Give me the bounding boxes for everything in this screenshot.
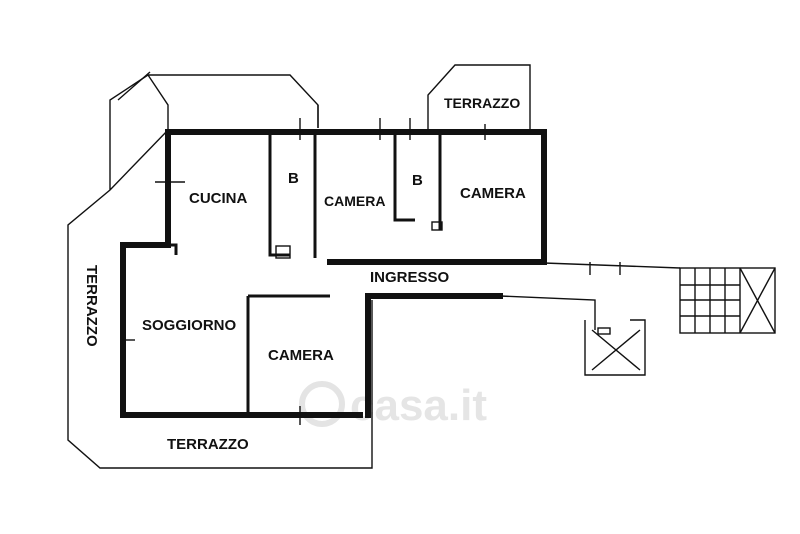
room-label-terrazzo-bottom: TERRAZZO (167, 436, 249, 453)
room-label-soggiorno: SOGGIORNO (142, 317, 237, 334)
room-label-bagno-1: B (288, 170, 299, 187)
room-label-bagno-2: B (412, 172, 423, 189)
watermark-text: casa.it (350, 381, 487, 430)
exterior-wall (120, 129, 547, 418)
room-label-camera-1: CAMERA (324, 193, 385, 209)
corridor-lines (499, 262, 681, 376)
room-label-terrazzo-left: TERRAZZO (83, 265, 100, 347)
terrace-top-outline (427, 64, 531, 130)
stair-landing (591, 327, 641, 371)
room-label-ingresso: INGRESSO (370, 269, 450, 286)
interior-wall (168, 132, 442, 415)
door-marks (122, 118, 486, 425)
room-label-cucina: CUCINA (189, 190, 247, 207)
staircase (679, 267, 776, 334)
room-label-camera-3: CAMERA (268, 347, 334, 364)
room-label-camera-2: CAMERA (460, 185, 526, 202)
room-label-terrazzo-top: TERRAZZO (444, 95, 520, 111)
watermark-logo-icon (299, 381, 345, 427)
terrace-outer-line (117, 71, 319, 128)
watermark: casa.it (299, 381, 487, 430)
